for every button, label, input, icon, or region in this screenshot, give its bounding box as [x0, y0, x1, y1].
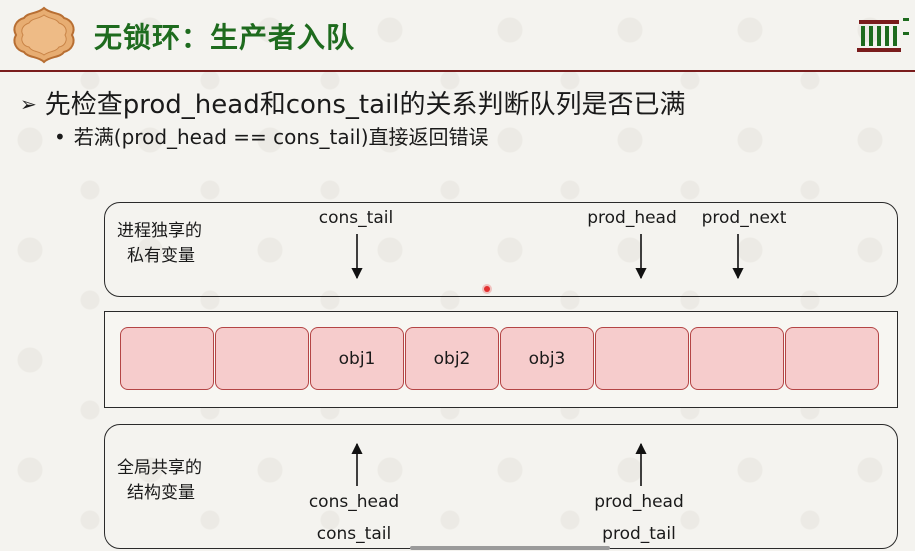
bullet-sub: • 若满(prod_head == cons_tail)直接返回错误: [54, 121, 489, 150]
ring-slot-3: obj2: [405, 327, 499, 390]
building-emblem-icon: [857, 18, 909, 52]
video-progress-bar[interactable]: [410, 546, 610, 550]
private-pointer-prod-next: prod_next: [701, 208, 787, 228]
ring-slot-5: [595, 327, 689, 390]
private-label-line2: 私有变量: [127, 246, 195, 266]
bullet-main-text: 先检查prod_head和cons_tail的关系判断队列是否已满: [44, 90, 686, 120]
ring-slot-6: [690, 327, 784, 390]
shared-pointer-prod-tail: prod_tail: [602, 524, 676, 544]
private-pointer-cons-tail: cons_tail: [318, 208, 394, 228]
shared-pointer-cons-tail: cons_tail: [316, 524, 392, 544]
arrow-bullet-icon: ➢: [20, 92, 37, 116]
private-panel-label: 进程独享的 私有变量: [117, 219, 202, 269]
bullet-sub-text: 若满(prod_head == cons_tail)直接返回错误: [73, 125, 489, 149]
ring-slot-2: obj1: [310, 327, 404, 390]
shared-panel-label: 全局共享的 结构变量: [117, 456, 202, 506]
dot-bullet-icon: •: [54, 125, 66, 149]
ring-slot-1: [215, 327, 309, 390]
private-pointer-prod-head: prod_head: [587, 208, 677, 228]
ring-slot-7: [785, 327, 879, 390]
private-label-line1: 进程独享的: [117, 221, 202, 241]
shared-pointer-cons-head: cons_head: [308, 492, 400, 512]
laser-pointer-dot: [484, 286, 490, 292]
ring-slot-4: obj3: [500, 327, 594, 390]
header-bar: 无锁环：生产者入队: [0, 0, 915, 72]
private-variables-panel: [104, 202, 898, 297]
shared-pointer-prod-head: prod_head: [594, 492, 684, 512]
slide-title: 无锁环：生产者入队: [94, 21, 356, 54]
ring-slot-0: [120, 327, 214, 390]
university-logo-icon: [13, 6, 75, 64]
shared-variables-panel: [104, 424, 898, 549]
shared-label-line2: 结构变量: [127, 483, 195, 503]
bullet-main: ➢ 先检查prod_head和cons_tail的关系判断队列是否已满: [20, 84, 686, 121]
shared-label-line1: 全局共享的: [117, 458, 202, 478]
